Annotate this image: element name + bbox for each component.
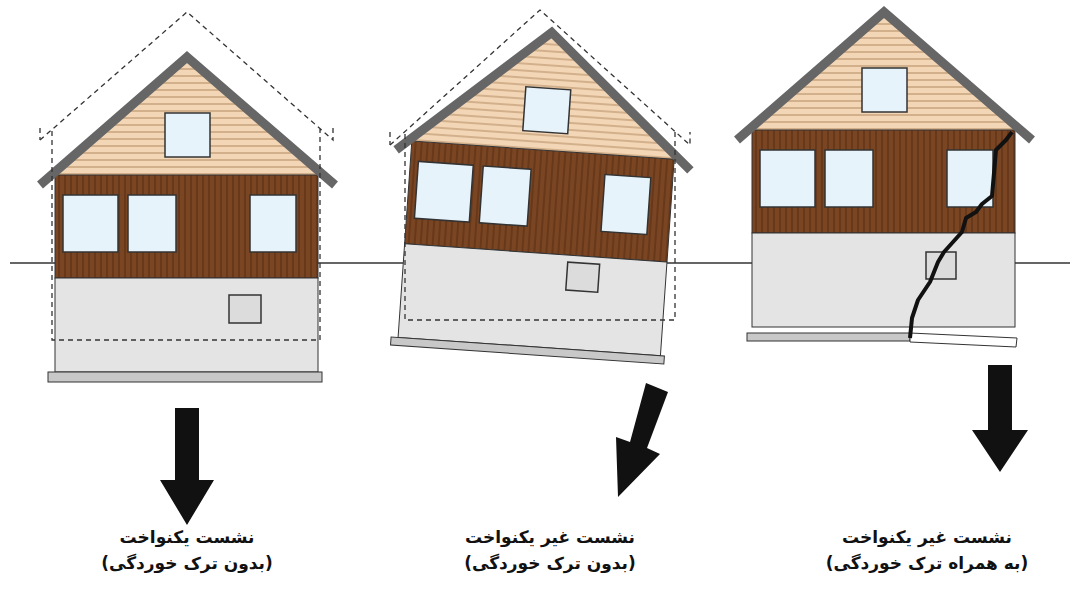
caption-note: (بدون ترک خوردگی) (37, 552, 337, 574)
caption-title: نشست غیر یکنواخت (400, 526, 700, 548)
caption-title: نشست یکنواخت (37, 526, 337, 548)
caption-note: (به همراه ترک خوردگی) (777, 552, 1077, 574)
caption-note: (بدون ترک خوردگی) (400, 552, 700, 574)
caption-title: نشست غیر یکنواخت (777, 526, 1077, 548)
